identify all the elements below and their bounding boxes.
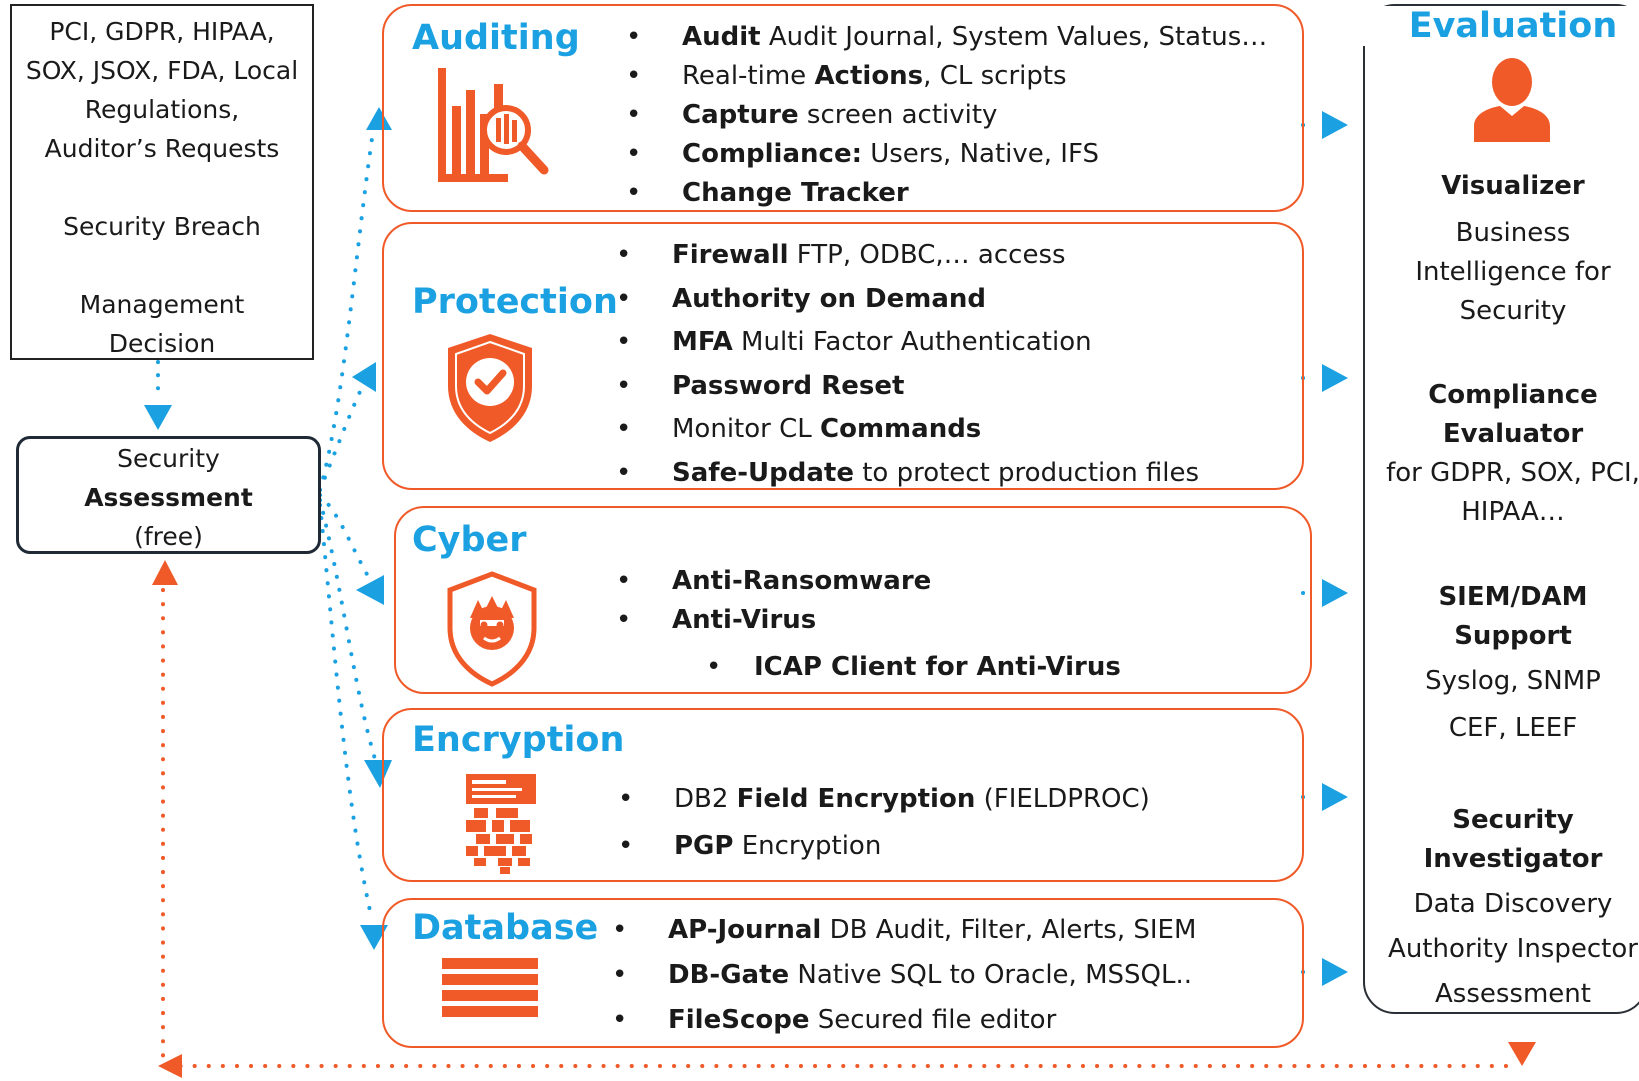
drivers-box: PCI, GDPR, HIPAA, SOX, JSOX, FDA, Local … <box>10 4 314 360</box>
drivers-line: Auditor’s Requests <box>44 134 280 163</box>
auditing-list: Audit Audit Journal, System Values, Stat… <box>626 18 1267 213</box>
list-item: DB-Gate Native SQL to Oracle, MSSQL.. <box>612 953 1196 998</box>
arrow-right-cyber <box>1322 579 1348 607</box>
cyber-title: Cyber <box>412 520 527 560</box>
list-item: Change Tracker <box>626 174 1267 213</box>
protection-title: Protection <box>412 282 618 322</box>
investigator-desc: Data Discovery <box>1413 889 1613 919</box>
arrow-left-protection <box>352 362 376 392</box>
auditing-title: Auditing <box>412 18 580 58</box>
arrow-down-to-assessment <box>144 405 172 430</box>
list-item: PGP Encryption <box>618 823 1150 870</box>
list-item: MFA Multi Factor Authentication <box>616 321 1199 365</box>
investigator-heading: Investigator <box>1423 844 1603 874</box>
evaluation-panel <box>1363 4 1639 1014</box>
feedback-loop-connector <box>161 588 1522 1068</box>
list-item: AP-Journal DB Audit, Filter, Alerts, SIE… <box>612 908 1196 953</box>
list-item: Anti-Ransomware <box>616 562 931 601</box>
investigator-desc: Assessment <box>1435 979 1591 1009</box>
arrow-down-evaluation <box>1508 1042 1536 1066</box>
security-breach-text: Security Breach <box>63 212 261 241</box>
list-item: Firewall FTP, ODBC,… access <box>616 234 1199 278</box>
chart-magnifier-icon <box>438 68 549 182</box>
list-item: Audit Audit Journal, System Values, Stat… <box>626 18 1267 57</box>
arrow-down-encryption <box>364 760 392 788</box>
arrow-up-assessment <box>152 560 178 585</box>
person-icon <box>1474 58 1550 142</box>
siem-block: SIEM/DAM Support Syslog, SNMP CEF, LEEF <box>1363 578 1639 748</box>
investigator-heading: Security <box>1452 805 1574 835</box>
drivers-line: Regulations, <box>84 95 240 124</box>
list-item: Monitor CL Commands <box>616 408 1199 452</box>
drivers-line: PCI, GDPR, HIPAA, <box>49 17 275 46</box>
arrow-right-protection <box>1322 364 1348 392</box>
compliance-evaluator-block: Compliance Evaluator for GDPR, SOX, PCI,… <box>1363 376 1639 532</box>
visualizer-desc: Intelligence for <box>1415 257 1611 287</box>
arrow-down-database <box>360 925 388 950</box>
security-investigator-block: Security Investigator Data Discovery Aut… <box>1363 801 1639 1014</box>
assessment-line-2: Assessment <box>84 483 253 512</box>
siem-heading: Support <box>1454 621 1572 651</box>
list-item: Authority on Demand <box>616 278 1199 322</box>
list-item: Password Reset <box>616 365 1199 409</box>
shield-check-icon <box>448 334 532 442</box>
list-item: Anti-Virus <box>616 601 931 640</box>
arrow-left-cyber <box>356 575 384 605</box>
compliance-desc: for GDPR, SOX, PCI, <box>1386 458 1639 488</box>
encryption-title: Encryption <box>412 720 625 760</box>
siem-desc: Syslog, SNMP <box>1425 666 1601 696</box>
encryption-list: DB2 Field Encryption (FIELDPROC) PGP Enc… <box>618 776 1150 870</box>
assessment-line-3: (free) <box>134 522 203 551</box>
arrow-left-loop <box>158 1054 182 1078</box>
arrow-right-auditing <box>1322 111 1348 139</box>
compliance-desc: HIPAA… <box>1461 497 1565 527</box>
visualizer-desc: Security <box>1459 296 1567 326</box>
list-item: Compliance: Users, Native, IFS <box>626 135 1267 174</box>
encrypted-pixels-icon <box>466 774 536 874</box>
assessment-line-1: Security <box>117 444 220 473</box>
evaluation-title: Evaluation <box>1363 6 1639 46</box>
list-item: Real-time Actions, CL scripts <box>626 57 1267 96</box>
arrow-right-encryption <box>1322 783 1348 811</box>
security-assessment-box: Security Assessment (free) <box>16 436 321 554</box>
investigator-desc: Authority Inspector <box>1388 934 1638 964</box>
visualizer-heading: Visualizer <box>1441 171 1585 201</box>
drivers-line: SOX, JSOX, FDA, Local <box>25 56 299 85</box>
list-item: Safe-Update to protect production files <box>616 452 1199 496</box>
shield-hacker-icon <box>447 571 537 687</box>
protection-list: Firewall FTP, ODBC,… access Authority on… <box>616 234 1199 496</box>
compliance-heading: Evaluator <box>1442 419 1584 449</box>
visualizer-block: Visualizer Business Intelligence for Sec… <box>1363 167 1639 331</box>
cyber-panel <box>394 506 1312 694</box>
database-title: Database <box>412 908 599 948</box>
arrow-right-database <box>1322 958 1348 986</box>
list-item: FileScope Secured file editor <box>612 998 1196 1043</box>
management-text: Management <box>79 290 245 319</box>
compliance-heading: Compliance <box>1428 380 1598 410</box>
arrow-up-auditing <box>366 107 392 130</box>
database-list: AP-Journal DB Audit, Filter, Alerts, SIE… <box>612 908 1196 1043</box>
encryption-panel <box>382 708 1304 882</box>
cyber-sublist: ICAP Client for Anti-Virus <box>706 648 1121 687</box>
visualizer-desc: Business <box>1455 218 1571 248</box>
list-item: ICAP Client for Anti-Virus <box>706 648 1121 687</box>
database-stack-icon <box>442 958 538 1017</box>
cyber-list: Anti-Ransomware Anti-Virus <box>616 562 931 640</box>
list-item: Capture screen activity <box>626 96 1267 135</box>
siem-heading: SIEM/DAM <box>1438 582 1588 612</box>
siem-desc: CEF, LEEF <box>1448 713 1578 743</box>
decision-text: Decision <box>108 329 216 358</box>
list-item: DB2 Field Encryption (FIELDPROC) <box>618 776 1150 823</box>
database-panel <box>382 898 1304 1048</box>
